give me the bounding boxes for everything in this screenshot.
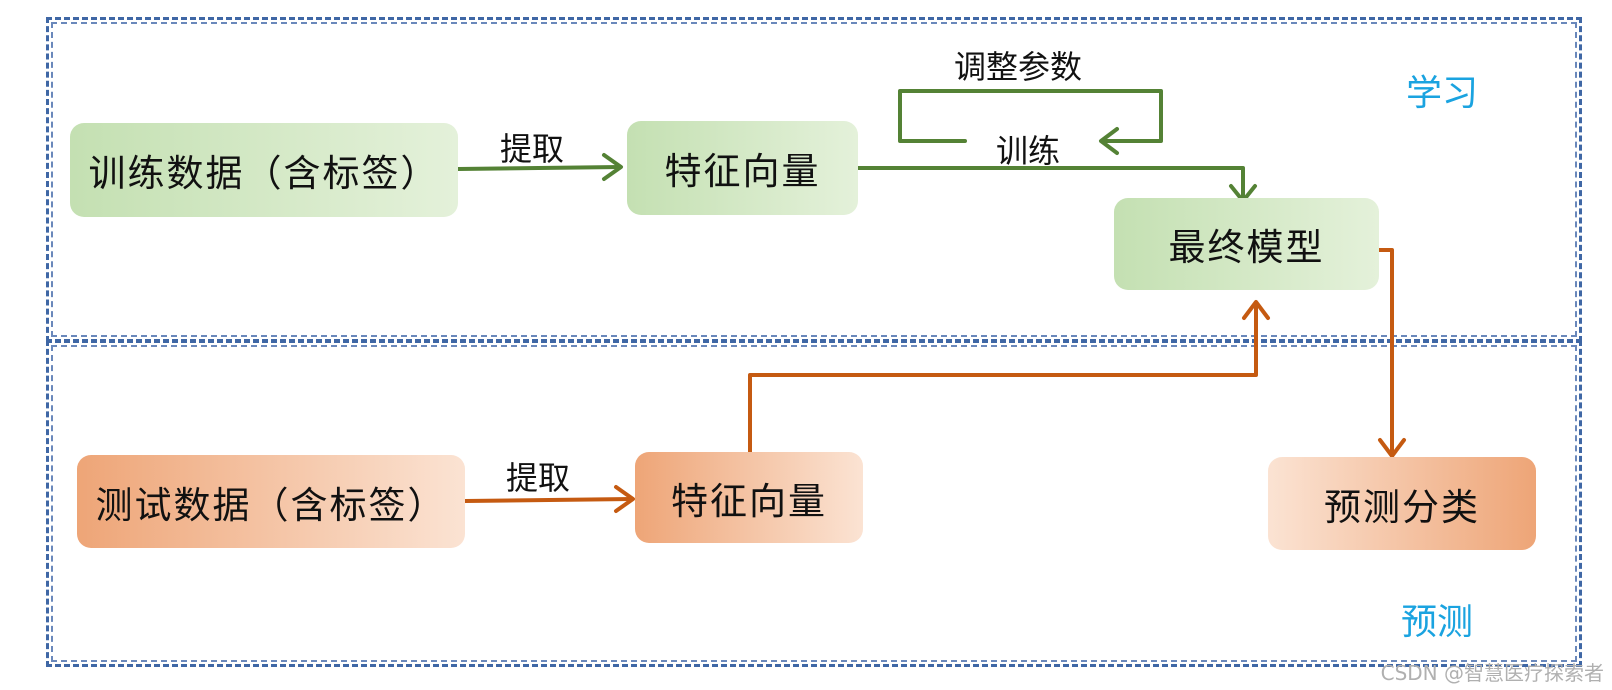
node-final-model: 最终模型 xyxy=(1114,198,1379,290)
node-feature-vector-train: 特征向量 xyxy=(627,121,858,215)
arrowhead-extract-train xyxy=(602,153,623,181)
arrowhead-model-to-predict xyxy=(1378,438,1406,458)
predict-section-frame-inner xyxy=(51,345,1577,662)
node-feature-vector-test: 特征向量 xyxy=(635,452,863,543)
arrow-test-feature-to-model xyxy=(748,301,1258,454)
arrow-feature-to-model xyxy=(856,166,1245,202)
predict-section-frame xyxy=(46,340,1582,667)
arrow-adjust-loop xyxy=(898,89,1163,143)
edge-label-extract-test: 提取 xyxy=(506,459,571,497)
arrowhead-extract-test xyxy=(614,485,635,513)
node-test-data: 测试数据（含标签） xyxy=(77,455,465,548)
arrowhead-adjust-loop xyxy=(1099,127,1119,155)
section-title-predict: 预测 xyxy=(1401,602,1474,643)
arrow-model-to-predict xyxy=(1377,248,1394,457)
arrowhead-test-feature-to-model xyxy=(1242,300,1270,320)
edge-label-train: 训练 xyxy=(996,132,1061,170)
edge-label-adjust-params: 调整参数 xyxy=(954,48,1083,86)
arrow-extract-test xyxy=(463,497,634,503)
arrow-extract-train xyxy=(456,165,622,171)
node-train-data: 训练数据（含标签） xyxy=(70,123,458,217)
learn-section-frame-inner xyxy=(51,22,1577,337)
watermark: CSDN @智慧医疗探索者 xyxy=(1380,661,1604,685)
edge-label-extract-train: 提取 xyxy=(500,130,565,168)
node-predict-class: 预测分类 xyxy=(1268,457,1536,550)
section-title-learn: 学习 xyxy=(1406,73,1479,114)
